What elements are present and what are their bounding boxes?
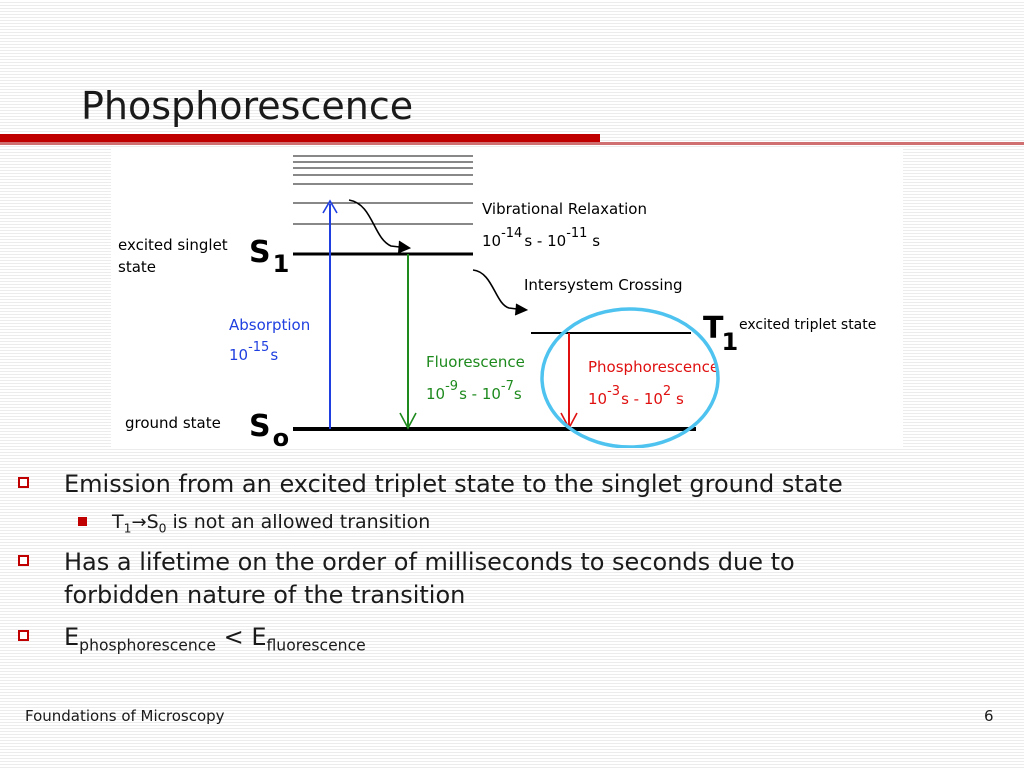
- jablonski-diagram: excited singlet state ground state excit…: [111, 148, 903, 448]
- absorption-label: Absorption: [229, 316, 310, 334]
- title-underline-thin: [0, 142, 1024, 145]
- fluorescence-label: Fluorescence: [426, 353, 525, 371]
- sub-bullet-text: T1→S0 is not an allowed transition: [112, 511, 431, 536]
- intersystem-crossing-arrow: [472, 269, 526, 311]
- fluorescence-time: 10-9s - 10-7s: [426, 379, 522, 403]
- bullet-text-line1: Has a lifetime on the order of milliseco…: [64, 548, 795, 576]
- footer-text: Foundations of Microscopy: [25, 707, 225, 725]
- excited-triplet-label: excited triplet state: [739, 317, 876, 333]
- ground-state-label: ground state: [125, 414, 221, 432]
- t1-symbol: T1: [703, 311, 738, 356]
- fluorescence-arrowhead: [399, 412, 417, 430]
- absorption-time: 10-15s: [229, 340, 278, 364]
- intersystem-crossing-arrowhead: [514, 303, 529, 316]
- hollow-square-bullet-icon: [18, 555, 29, 566]
- hollow-square-bullet-icon: [18, 630, 29, 641]
- bullet-item: Ephosphorescence < Efluorescence: [18, 621, 366, 655]
- phosphorescence-label: Phosphorescence: [588, 358, 719, 376]
- sub-bullet-item: T1→S0 is not an allowed transition: [78, 509, 431, 536]
- filled-square-bullet-icon: [78, 517, 87, 526]
- right-arrow-icon: →: [131, 512, 147, 533]
- energy-comparison-text: Ephosphorescence < Efluorescence: [64, 623, 366, 655]
- bullet-item: Has a lifetime on the order of milliseco…: [18, 546, 795, 612]
- title-underline-thick: [0, 134, 600, 142]
- page-number: 6: [984, 707, 994, 725]
- bullet-text: Emission from an excited triplet state t…: [64, 470, 843, 498]
- highlight-circle: [540, 307, 720, 448]
- vibrational-relaxation-arrow: [348, 199, 409, 249]
- jablonski-diagram-svg: excited singlet state ground state excit…: [118, 155, 876, 448]
- excited-singlet-label-line2: state: [118, 258, 156, 276]
- bullet-text-line2: forbidden nature of the transition: [64, 581, 466, 609]
- bullet-item: Emission from an excited triplet state t…: [18, 468, 843, 501]
- hollow-square-bullet-icon: [18, 477, 29, 488]
- absorption-arrowhead: [322, 199, 338, 214]
- excited-singlet-label-line1: excited singlet: [118, 236, 228, 254]
- vibrational-relaxation-arrowhead: [397, 240, 412, 254]
- s1-symbol: S1: [249, 235, 289, 278]
- vibrational-relaxation-label: Vibrational Relaxation: [482, 200, 647, 218]
- phosphorescence-time: 10-3s - 102 s: [588, 384, 684, 408]
- intersystem-crossing-label: Intersystem Crossing: [524, 276, 683, 294]
- s0-symbol: So: [249, 409, 289, 448]
- slide-title: Phosphorescence: [81, 84, 414, 128]
